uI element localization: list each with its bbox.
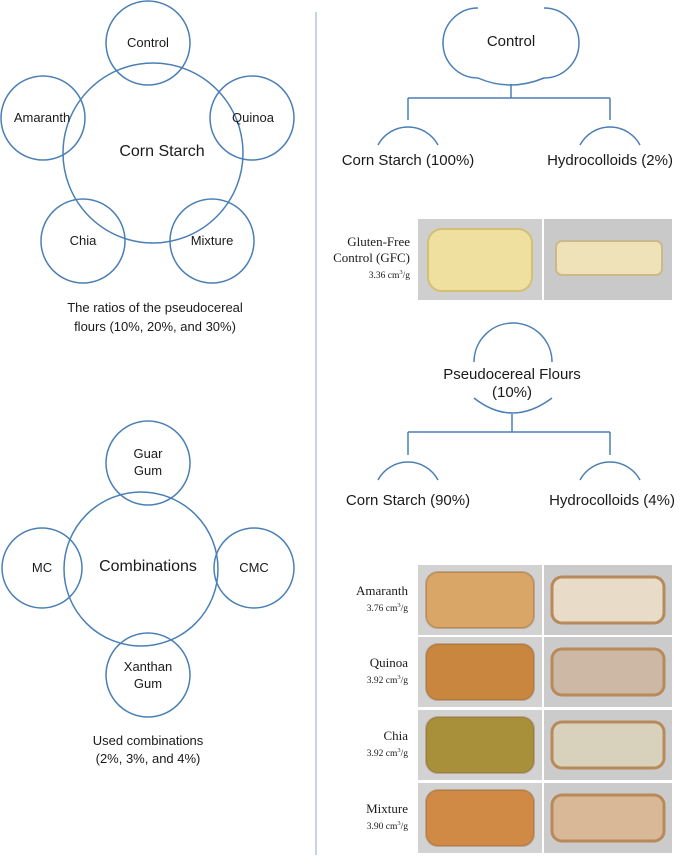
sample-side-photo xyxy=(544,783,672,853)
control-tree-left: Corn Starch (100%) xyxy=(341,152,475,169)
pseudo-left-arc xyxy=(377,461,439,481)
sample-side-photo xyxy=(544,565,672,635)
gfc-name-1: Gluten-Free xyxy=(347,234,410,249)
sample-top-photo xyxy=(418,565,542,635)
xanthan-gum-circle xyxy=(105,632,191,718)
chia-label: Chia xyxy=(69,233,97,248)
gfc-volume: 3.36 cm3/g xyxy=(368,269,410,282)
sample-side-photo xyxy=(544,710,672,780)
sample-name: Amaranth xyxy=(356,583,408,598)
sample-name: Mixture xyxy=(366,801,408,816)
pseudo-right-arc xyxy=(579,461,641,481)
control-left-arc xyxy=(377,126,439,146)
sample-side-photo xyxy=(544,637,672,707)
gfc-side-photo xyxy=(544,219,672,300)
control-tree-right: Hydrocolloids (2%) xyxy=(547,152,673,169)
control-label: Control xyxy=(127,35,169,50)
sample-label: Mixture 3.90 cm3/g xyxy=(290,801,408,834)
cmc-circle xyxy=(213,527,295,609)
corn-starch-label: Corn Starch xyxy=(119,143,205,160)
sample-volume: 3.92 cm3/g xyxy=(366,674,408,687)
combinations-circle xyxy=(63,491,219,647)
corn-starch-caption-1: The ratios of the pseudocereal xyxy=(67,300,243,315)
sample-label: Chia 3.92 cm3/g xyxy=(290,728,408,761)
pseudo-root-arc xyxy=(473,322,553,363)
sample-top-photo xyxy=(418,637,542,707)
sample-volume: 3.92 cm3/g xyxy=(366,747,408,760)
sample-label: Amaranth 3.76 cm3/g xyxy=(290,583,408,616)
control-right-arc xyxy=(579,126,641,146)
xanthan-label-1: Xanthan xyxy=(123,659,173,674)
pseudo-tree-right: Hydrocolloids (4%) xyxy=(549,492,675,509)
guar-label-1: Guar xyxy=(133,446,163,461)
amaranth-label: Amaranth xyxy=(13,110,71,125)
chia-circle xyxy=(40,198,126,284)
control-tree-root: Control xyxy=(486,33,536,50)
sample-top-photo xyxy=(418,783,542,853)
sample-name: Chia xyxy=(383,728,408,743)
xanthan-label-2: Gum xyxy=(133,676,163,691)
mc-circle xyxy=(1,527,83,609)
quinoa-circle xyxy=(209,75,295,161)
quinoa-label: Quinoa xyxy=(232,110,274,125)
pseudo-tree-root-1: Pseudocereal Flours xyxy=(443,366,581,383)
amaranth-circle xyxy=(0,75,86,161)
corn-starch-circle xyxy=(62,62,244,244)
cmc-label: CMC xyxy=(239,560,269,575)
sample-top-photo xyxy=(418,710,542,780)
pseudo-tree-root-2: (10%) xyxy=(491,384,533,401)
guar-label-2: Gum xyxy=(133,463,163,478)
mixture-label: Mixture xyxy=(190,233,234,248)
mixture-circle xyxy=(169,198,255,284)
combinations-caption-2: (2%, 3%, and 4%) xyxy=(95,751,201,766)
sample-name: Quinoa xyxy=(369,655,408,670)
sample-volume: 3.90 cm3/g xyxy=(366,820,408,833)
combinations-caption-1: Used combinations xyxy=(92,733,204,748)
combinations-label: Combinations xyxy=(99,558,197,575)
pseudo-tree-left: Corn Starch (90%) xyxy=(345,492,471,509)
sample-label: Quinoa 3.92 cm3/g xyxy=(290,655,408,688)
control-circle xyxy=(105,0,191,86)
mc-label: MC xyxy=(31,560,53,575)
guar-gum-circle xyxy=(105,420,191,506)
corn-starch-caption-2: flours (10%, 20%, and 30%) xyxy=(74,319,236,334)
sample-volume: 3.76 cm3/g xyxy=(366,602,408,615)
gfc-name-2: Control (GFC) xyxy=(333,250,410,265)
gfc-label: Gluten-Free Control (GFC) 3.36 cm3/g xyxy=(292,234,410,283)
gfc-top-photo xyxy=(418,219,542,300)
